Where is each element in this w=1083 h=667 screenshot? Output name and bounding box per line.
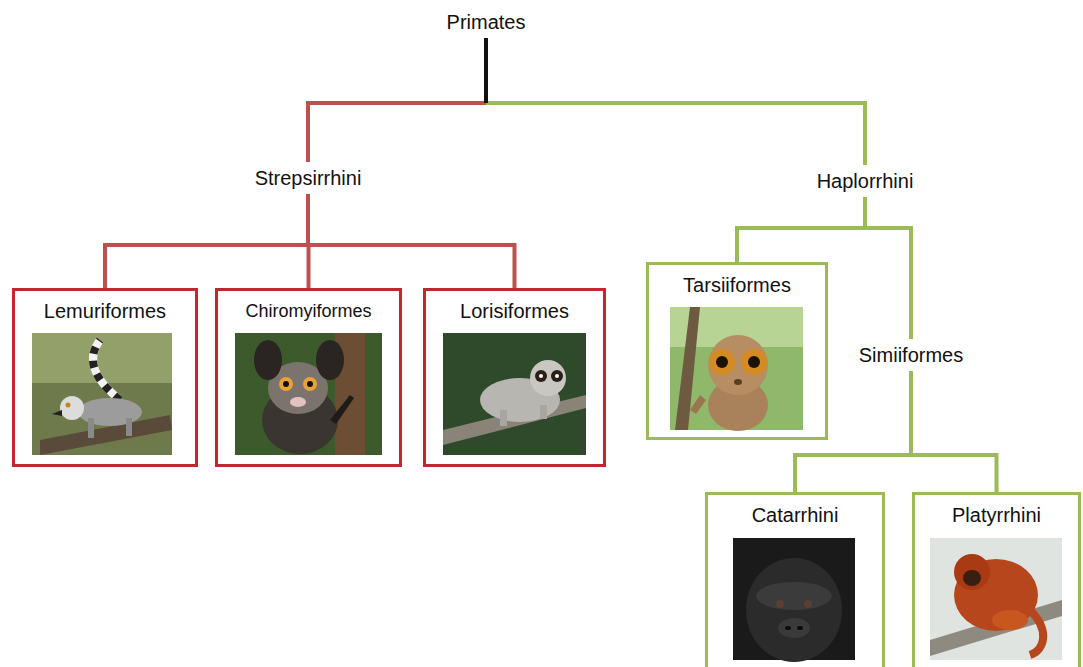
taxon-name: Lorisiformes <box>426 291 603 323</box>
branch-line <box>486 103 865 165</box>
tree-branch <box>795 371 911 492</box>
aye-aye-picture <box>235 333 382 455</box>
taxon-name: Primates <box>447 10 526 34</box>
tree-branch <box>865 197 911 339</box>
loris-picture <box>443 333 586 455</box>
branch-line <box>737 197 865 262</box>
taxon-name: Catarrhini <box>708 495 882 527</box>
tarsier-picture <box>670 307 803 431</box>
taxon-label: Strepsirrhini <box>249 162 368 194</box>
taxon-box: Platyrrhini <box>912 492 1081 667</box>
tree-branch <box>911 371 997 492</box>
tree-branch <box>737 197 865 262</box>
tree-branch <box>308 38 486 162</box>
branch-line <box>795 371 911 492</box>
taxon-name: Haplorrhini <box>817 169 914 193</box>
trunk-line <box>484 38 488 103</box>
tree-branch <box>486 38 865 165</box>
lemur-picture <box>32 333 172 455</box>
taxon-name: Platyrrhini <box>915 495 1078 527</box>
branch-line <box>911 371 997 492</box>
branch-line <box>308 194 515 288</box>
taxon-label: Simiiformes <box>853 339 969 371</box>
taxon-label: Primates <box>441 6 532 38</box>
branch-line <box>105 194 308 288</box>
taxon-name: Tarsiiformes <box>649 265 825 297</box>
taxon-box: Catarrhini <box>705 492 885 667</box>
howler-monkey-picture <box>930 538 1062 660</box>
taxon-box: Lorisiformes <box>423 288 606 467</box>
taxon-label: Haplorrhini <box>811 165 920 197</box>
taxon-box: Tarsiiformes <box>646 262 828 440</box>
taxon-name: Strepsirrhini <box>255 166 362 190</box>
taxon-name: Lemuriformes <box>15 291 195 323</box>
trunk-line <box>484 38 488 103</box>
taxon-box: Lemuriformes <box>12 288 198 467</box>
tree-branch <box>308 194 515 288</box>
taxon-box: Chiromyiformes <box>215 288 402 467</box>
taxon-name: Chiromyiformes <box>218 291 399 323</box>
gorilla-picture <box>733 538 855 662</box>
branch-line <box>865 197 911 339</box>
branch-line <box>308 103 486 162</box>
taxon-name: Simiiformes <box>859 343 963 367</box>
tree-branch <box>105 194 308 288</box>
